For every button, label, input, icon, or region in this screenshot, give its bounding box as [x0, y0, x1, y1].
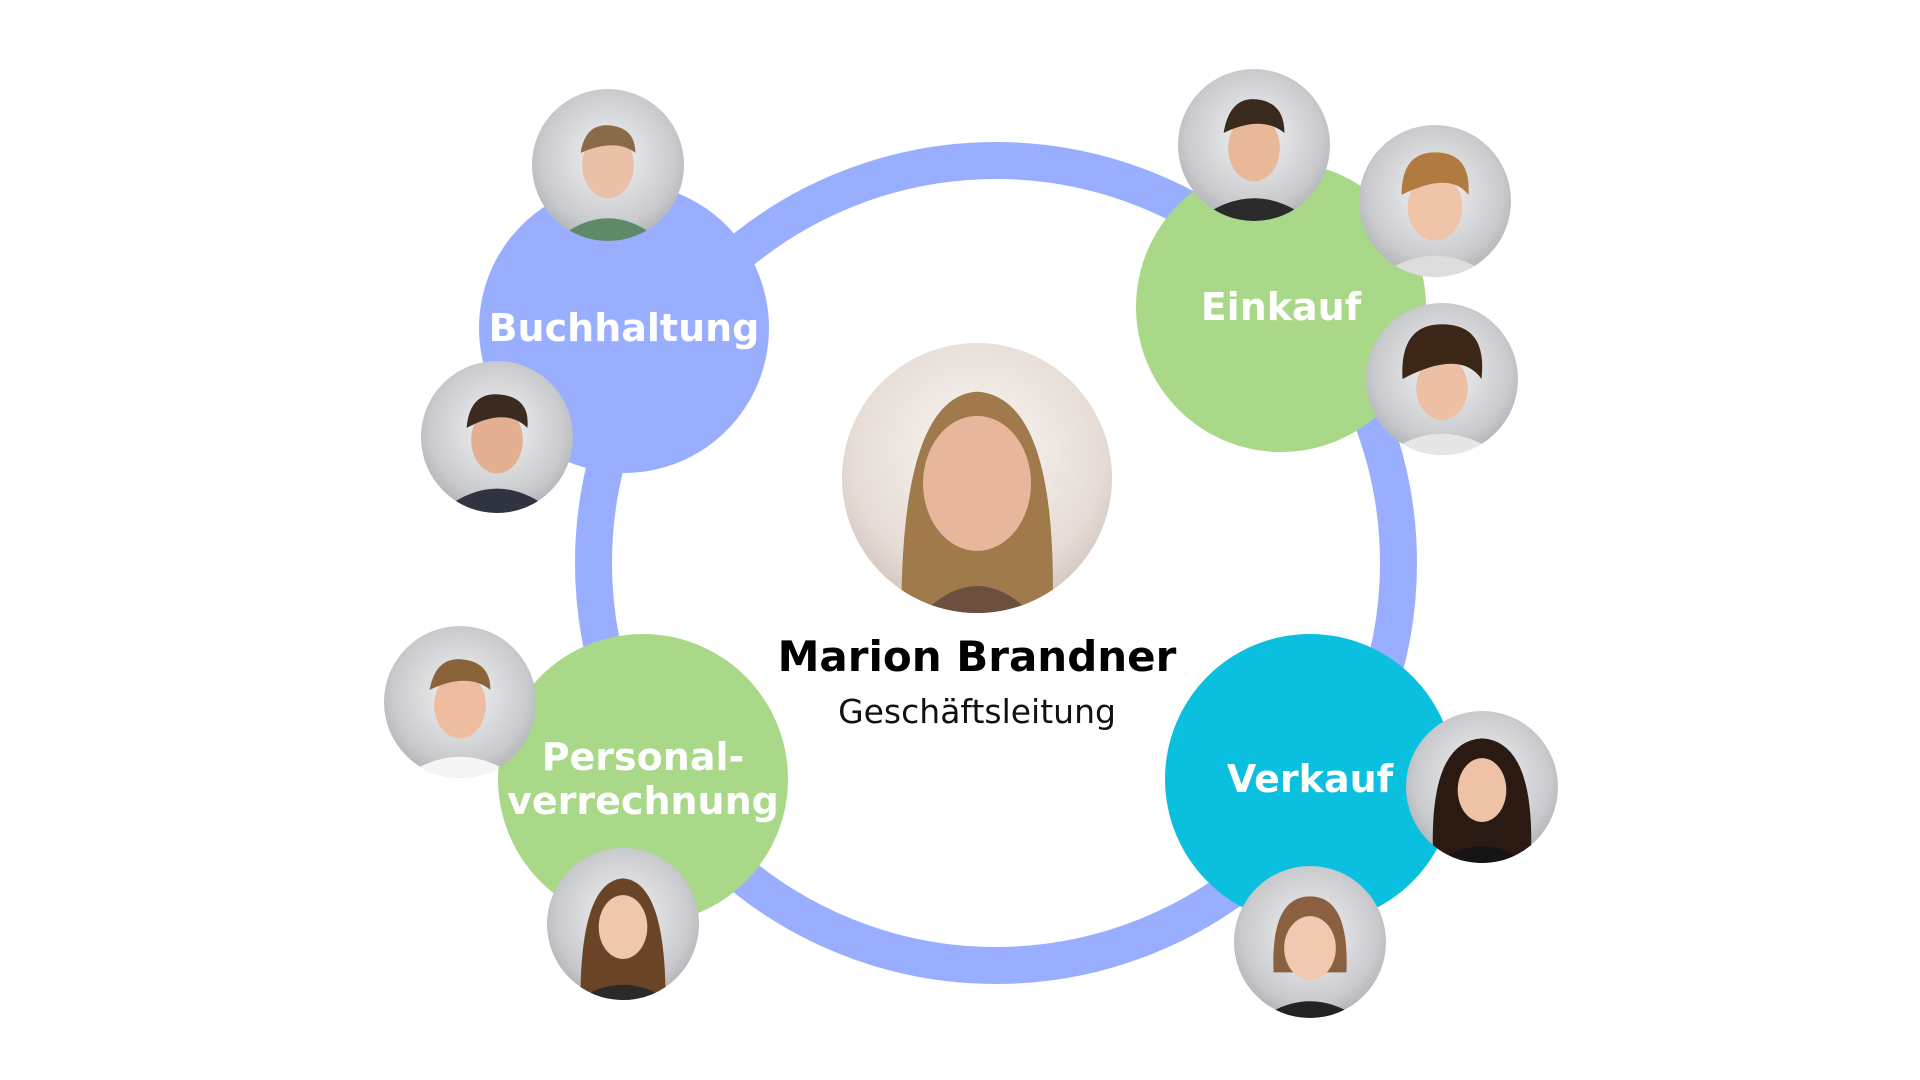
employee-photo [547, 848, 699, 1000]
employee-photo [532, 89, 684, 241]
employee-photo [1366, 303, 1518, 455]
manager-role: Geschäftsleitung [838, 692, 1116, 731]
dept-personalverrechnung: Personal- verrechnung [498, 634, 788, 924]
employee-photo [1178, 69, 1330, 221]
dept-label: Einkauf [1200, 285, 1362, 329]
employee-photo [1234, 866, 1386, 1018]
manager-photo [842, 343, 1112, 613]
dept-label: Personal- verrechnung [507, 735, 779, 823]
manager-name: Marion Brandner [777, 632, 1177, 681]
employee-photo [384, 626, 536, 778]
employee-photo [1359, 125, 1511, 277]
dept-label: Verkauf [1226, 757, 1394, 801]
employee-photo [1406, 711, 1558, 863]
employee-photo [421, 361, 573, 513]
dept-label: Buchhaltung [488, 306, 760, 350]
